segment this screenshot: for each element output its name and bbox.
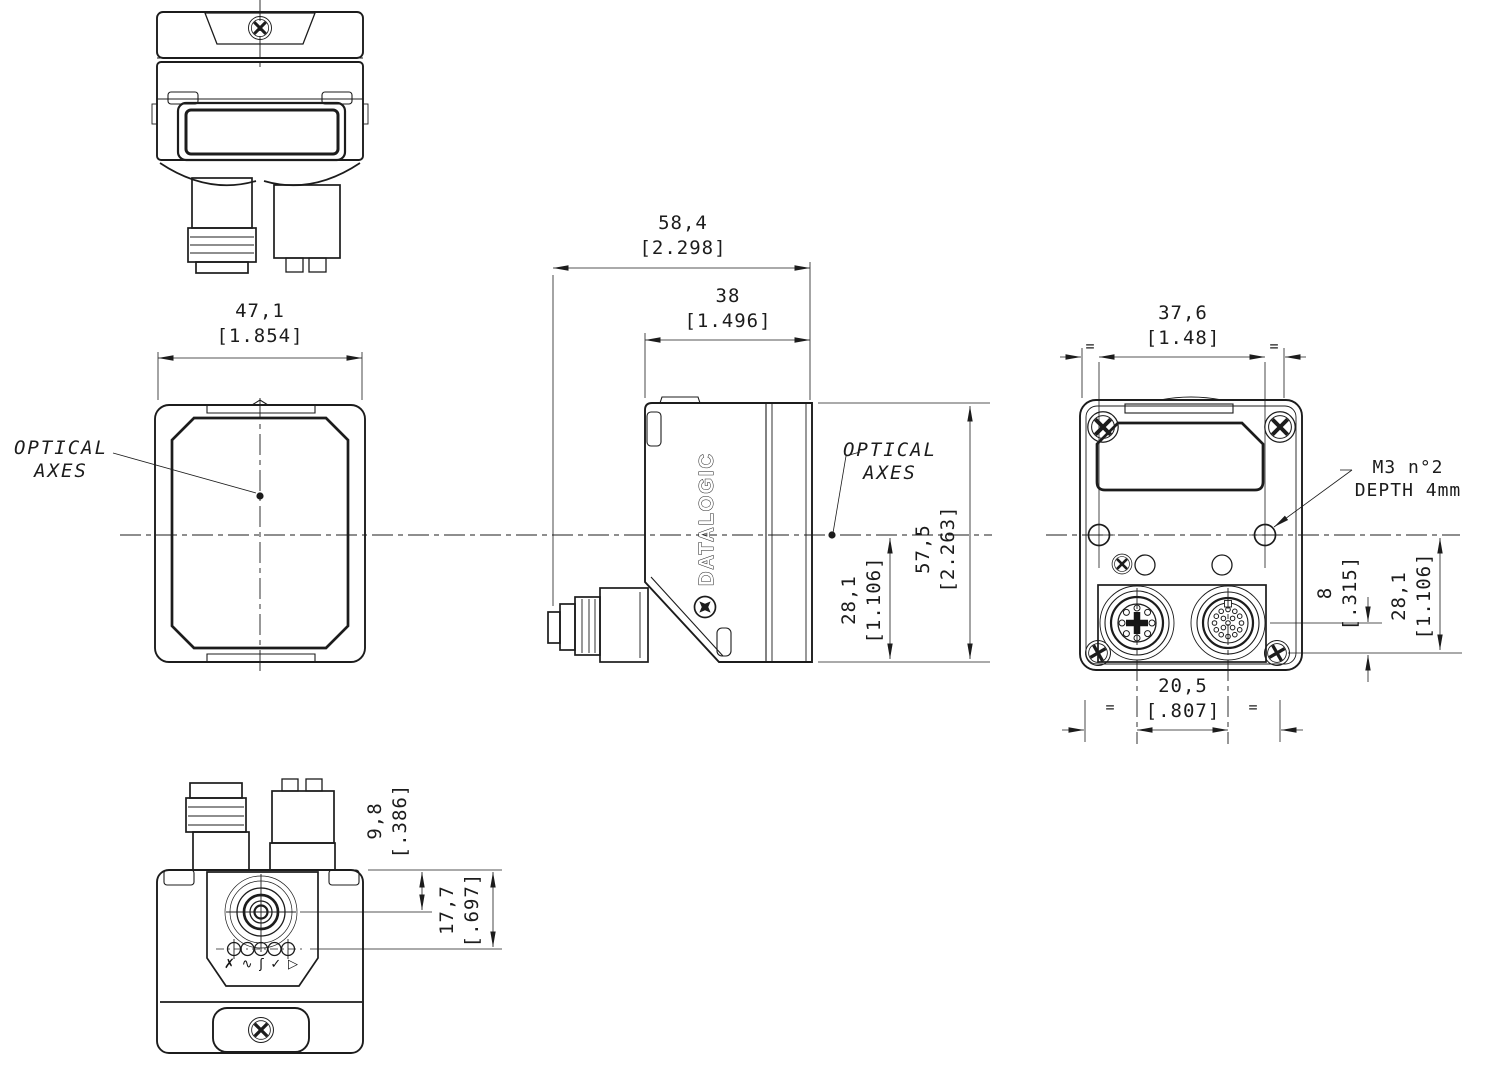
top-view-connector-right xyxy=(273,184,341,273)
m3-thread-note: M3 n°2 DEPTH 4mm xyxy=(1354,457,1462,501)
trigger-icon: ʃ xyxy=(259,957,264,972)
dim-mount-hole-spacing: 37,6 [1.48] xyxy=(1145,302,1221,349)
good-read-icon: ✓ xyxy=(270,957,282,972)
dim-axis-to-base-rear: 28,1 [1.106] xyxy=(1388,552,1435,640)
optical-axes-leader-left xyxy=(112,452,257,494)
led-row xyxy=(216,939,306,959)
optical-axes-label-side: OPTICAL AXES xyxy=(842,439,938,484)
top-view-connector-left xyxy=(187,177,257,274)
rear-screw-top-right-icon xyxy=(1262,409,1298,445)
brand-logotype: DATALOGIC xyxy=(696,452,718,586)
equal-mark: = xyxy=(1248,698,1258,716)
m3-leader xyxy=(1273,469,1353,528)
side-depth-dimensions xyxy=(552,262,811,606)
dim-overall-depth: 58,4 [2.298] xyxy=(639,212,727,259)
no-read-icon: ✗ xyxy=(224,957,235,972)
bottom-screw-icon xyxy=(246,1015,276,1045)
dim-top-to-axis: 9,8 [.386] xyxy=(364,783,411,859)
front-width-dimension xyxy=(157,352,363,400)
equal-mark: = xyxy=(1269,337,1279,355)
rear-small-screw-icon xyxy=(1110,552,1134,576)
front-view xyxy=(112,398,366,672)
optical-axis-point xyxy=(256,492,264,500)
dim-front-width: 47,1 [1.854] xyxy=(216,300,304,347)
rear-led-window-right xyxy=(1211,554,1233,576)
m3-mount-holes xyxy=(1083,362,1281,568)
dim-connector-spacing: 20,5 [.807] xyxy=(1145,675,1221,722)
equal-mark: = xyxy=(1085,337,1095,355)
datalogic-logo-icon xyxy=(693,595,717,619)
side-view xyxy=(547,396,861,663)
bottom-view-dimensions xyxy=(300,869,502,950)
rear-led-window-left xyxy=(1134,554,1156,576)
dim-axis-to-base-side: 28,1 [1.106] xyxy=(838,556,885,644)
ready-icon: ▷ xyxy=(287,957,298,972)
side-view-connector xyxy=(547,587,649,663)
optical-axes-leader-mid xyxy=(832,451,861,534)
dim-top-to-leds: 17,7 [.697] xyxy=(436,872,483,948)
bottom-view-connector-right xyxy=(269,778,336,871)
bottom-view-connector-left xyxy=(185,782,250,871)
bottom-view xyxy=(156,778,364,1054)
dim-overall-height: 57,5 [2.263] xyxy=(912,505,959,593)
dim-hole-to-base: 8 [.315] xyxy=(1314,555,1361,631)
equal-mark: = xyxy=(1105,698,1115,716)
lens-target xyxy=(224,874,298,952)
dim-body-depth: 38 [1.496] xyxy=(684,285,772,332)
side-height-dimensions xyxy=(818,402,990,663)
rear-view xyxy=(1079,362,1303,744)
com-icon: ∿ xyxy=(241,957,253,972)
rear-bottom-dimension xyxy=(1062,700,1303,742)
rear-top-dimension xyxy=(1060,348,1306,398)
optical-axes-label-front: OPTICAL AXES xyxy=(13,437,109,482)
top-view xyxy=(151,0,369,274)
rear-side-dimensions xyxy=(1270,538,1462,682)
status-icon-row: ✗ ∿ ʃ ✓ ▷ xyxy=(224,957,298,972)
optical-axis-point-side xyxy=(828,531,836,539)
